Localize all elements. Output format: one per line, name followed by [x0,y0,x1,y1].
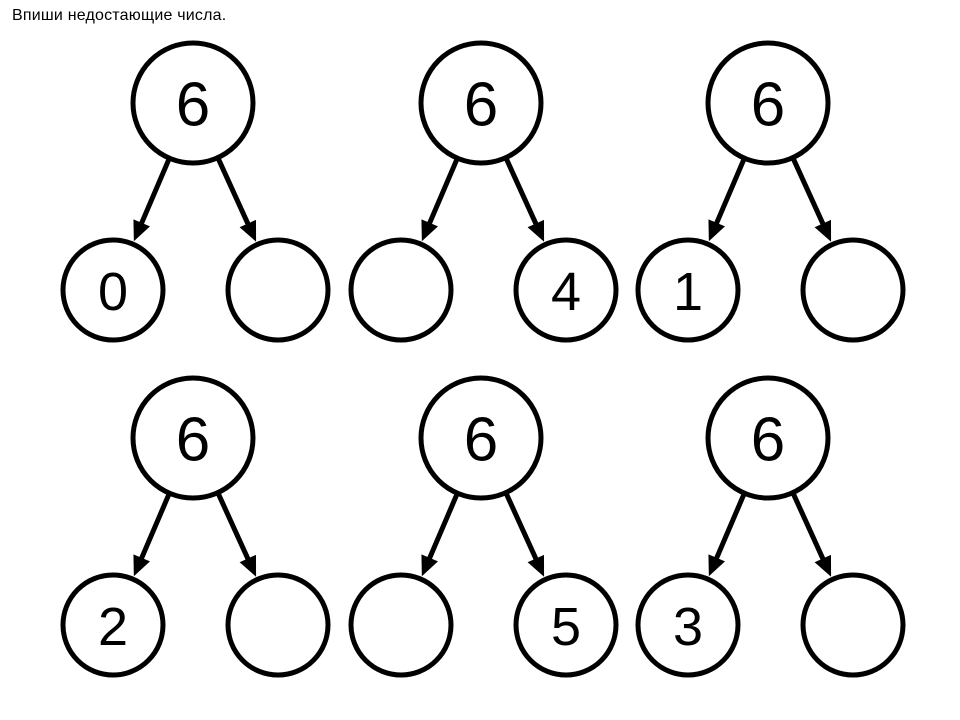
left-child-value: 0 [98,262,128,322]
arrowhead-left [708,219,725,242]
left-child-circle[interactable] [60,572,166,678]
parent-circle [418,375,544,501]
number-bond-diagram: 63 [635,375,906,678]
left-child-value: 3 [673,597,703,657]
right-child-node[interactable] [225,572,331,678]
edge-arrow-right [789,154,832,242]
arrowhead-right [527,554,545,577]
left-child-value: 2 [98,597,128,657]
parent-circle [418,40,544,166]
left-child-node[interactable]: 2 [60,572,166,678]
edge-line-left [712,155,748,228]
edge-line-left [425,490,461,563]
parent-value: 6 [176,71,210,140]
right-child-value: 5 [551,597,581,657]
edge-line-left [712,490,748,563]
parent-node: 6 [705,40,831,166]
edge-line-left [137,490,173,563]
edge-arrow-right [214,489,257,577]
parent-circle [130,40,256,166]
right-child-circle[interactable] [800,237,906,343]
arrowhead-left [708,554,725,577]
parent-node: 6 [130,40,256,166]
arrowhead-right [814,219,832,242]
edge-arrow-right [502,489,545,577]
right-child-circle[interactable] [800,572,906,678]
parent-value: 6 [464,406,498,475]
arrowhead-left [133,554,150,577]
right-child-value: 4 [551,262,581,322]
parent-node: 6 [418,40,544,166]
right-child-node[interactable]: 5 [513,572,619,678]
left-child-value: 1 [673,262,703,322]
right-child-circle[interactable] [513,237,619,343]
page-title: Впиши недостающие числа. [12,7,227,24]
edge-arrow-left [708,155,748,242]
parent-node: 6 [705,375,831,501]
right-child-circle[interactable] [513,572,619,678]
left-child-circle[interactable] [60,237,166,343]
edge-line-right [502,489,540,564]
edge-arrow-left [421,490,461,577]
left-child-circle[interactable] [635,237,741,343]
left-child-circle[interactable] [348,237,454,343]
parent-value: 6 [751,406,785,475]
parent-value: 6 [751,71,785,140]
edge-arrow-left [133,490,173,577]
parent-value: 6 [176,406,210,475]
right-child-node[interactable] [225,237,331,343]
right-child-node[interactable] [800,572,906,678]
number-bond-diagram: 65 [348,375,619,678]
edge-arrow-right [502,154,545,242]
edge-line-right [502,154,540,229]
left-child-circle[interactable] [348,572,454,678]
edge-line-right [214,489,252,564]
right-child-circle[interactable] [225,237,331,343]
edge-arrow-left [133,155,173,242]
left-child-node[interactable] [348,572,454,678]
number-bond-diagram: 62 [60,375,331,678]
edge-line-left [137,155,173,228]
right-child-node[interactable] [800,237,906,343]
right-child-node[interactable]: 4 [513,237,619,343]
edge-arrow-right [214,154,257,242]
number-bond-diagram: 60 [60,40,331,343]
arrowhead-right [527,219,545,242]
arrowhead-left [421,219,438,242]
left-child-node[interactable] [348,237,454,343]
right-child-circle[interactable] [225,572,331,678]
arrowhead-right [239,554,257,577]
left-child-circle[interactable] [635,572,741,678]
parent-node: 6 [130,375,256,501]
edge-line-right [789,154,827,229]
parent-value: 6 [464,71,498,140]
parent-circle [130,375,256,501]
edge-arrow-left [708,490,748,577]
parent-circle [705,375,831,501]
number-bond-diagram: 61 [635,40,906,343]
arrowhead-right [239,219,257,242]
edge-arrow-right [789,489,832,577]
parent-circle [705,40,831,166]
edge-line-right [789,489,827,564]
edge-line-right [214,154,252,229]
edge-line-left [425,155,461,228]
edge-arrow-left [421,155,461,242]
number-bond-diagram: 64 [348,40,619,343]
arrowhead-left [421,554,438,577]
left-child-node[interactable]: 3 [635,572,741,678]
arrowhead-right [814,554,832,577]
arrowhead-left [133,219,150,242]
left-child-node[interactable]: 0 [60,237,166,343]
left-child-node[interactable]: 1 [635,237,741,343]
parent-node: 6 [418,375,544,501]
